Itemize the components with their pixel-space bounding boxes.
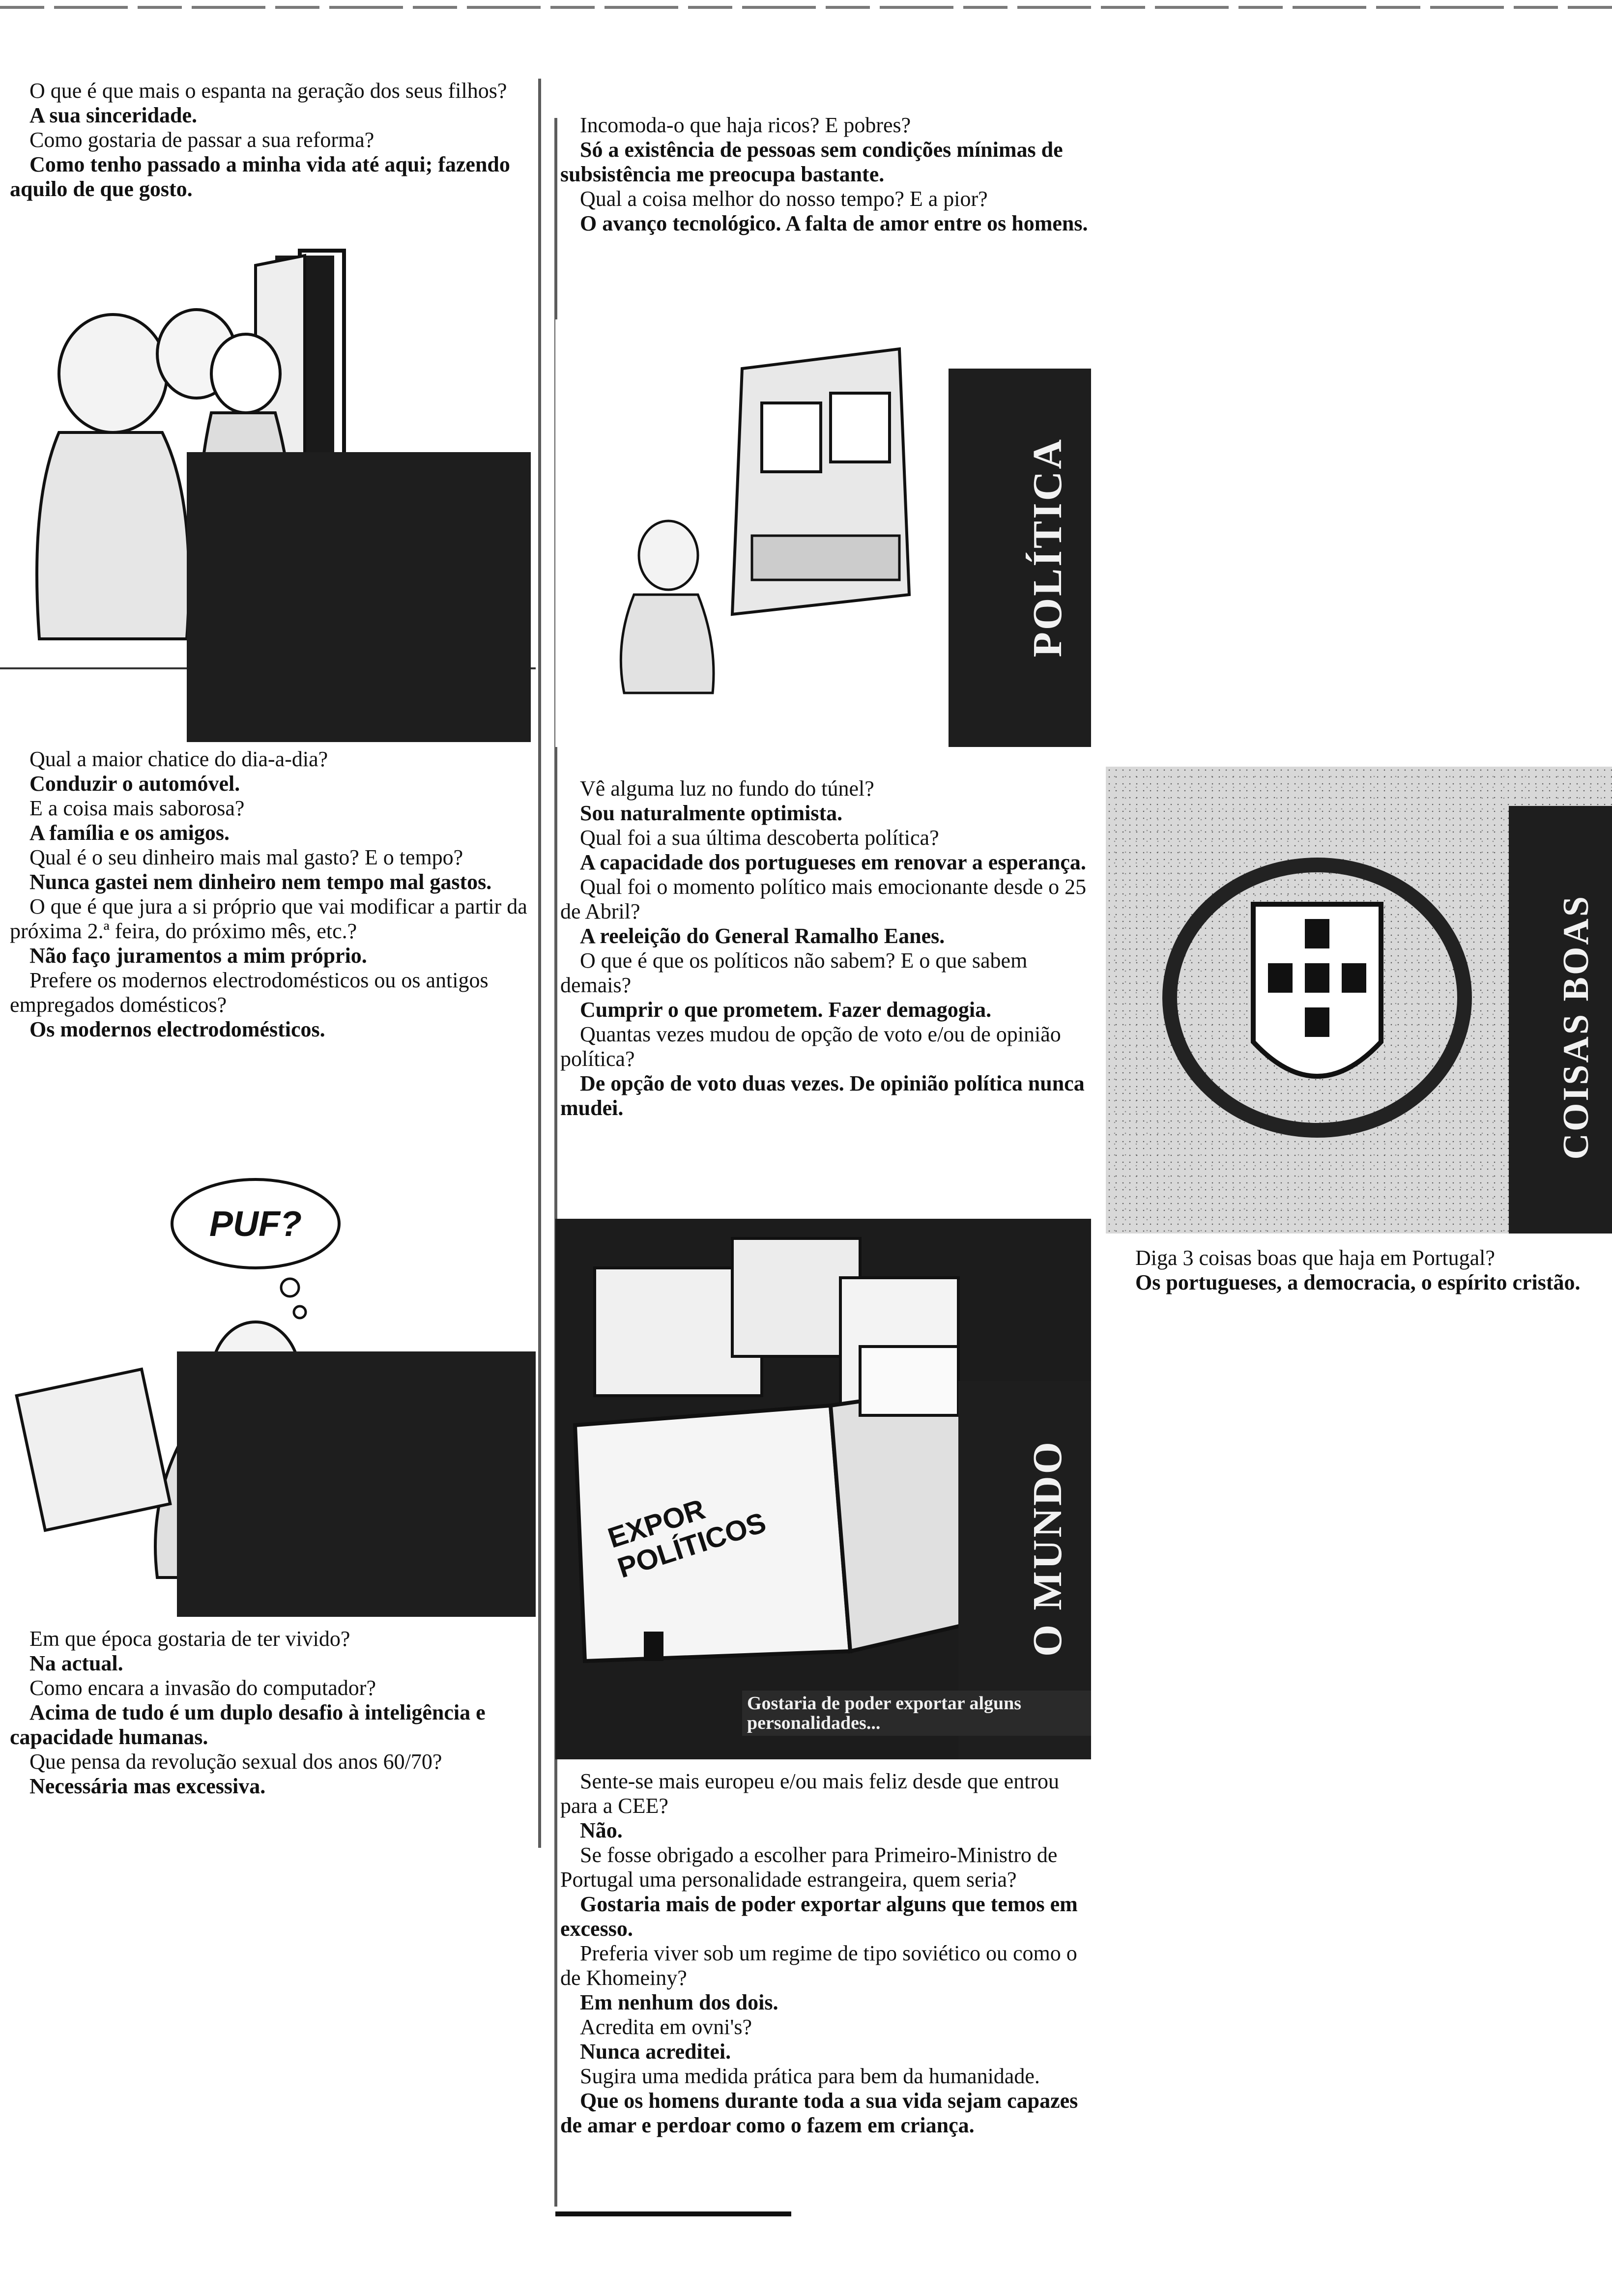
answer-text: Cumprir o que prometem. Fazer demagogia. [580, 998, 992, 1022]
question-text: Acredita em ovni's? [580, 2015, 752, 2039]
qa-block-3: Em que época gostaria de ter vivido?Na a… [10, 1627, 531, 1799]
question-text: Incomoda-o que haja ricos? E pobres? [580, 113, 911, 137]
answer-text: Não faço juramentos a mim próprio. [29, 944, 367, 968]
question-text: Diga 3 coisas boas que haja em Portugal? [1135, 1246, 1495, 1270]
mundo-caption: Gostaria de poder exportar alguns person… [742, 1691, 1091, 1736]
question-text: Qual a maior chatice do dia-a-dia? [29, 747, 328, 771]
answer-text: Os modernos electrodomésticos. [29, 1017, 325, 1041]
column-divider-2 [554, 118, 557, 2207]
answer-text: Como tenho passado a minha vida até aqui… [10, 152, 510, 201]
question-text: Que pensa da revolução sexual dos anos 6… [29, 1750, 442, 1774]
column-2: Incomoda-o que haja ricos? E pobres?Só a… [555, 113, 1101, 2285]
answer-text: De opção de voto duas vezes. De opinião … [560, 1071, 1085, 1120]
answer-text: Necessária mas excessiva. [29, 1774, 266, 1798]
question-text: Se fosse obrigado a escolher para Primei… [560, 1843, 1058, 1892]
question-text: Quantas vezes mudou de opção de voto e/o… [560, 1022, 1061, 1071]
qa-block-2: Vê alguma luz no fundo do túnel?Sou natu… [560, 776, 1096, 1120]
question-text: Qual é o seu dinheiro mais mal gasto? E … [29, 845, 463, 869]
qa-block-3: Sente-se mais europeu e/ou mais feliz de… [560, 1769, 1096, 2138]
question-text: Prefere os modernos electrodomésticos ou… [10, 968, 489, 1017]
answer-text: Sou naturalmente optimista. [580, 801, 843, 825]
question-text: O que é que jura a si próprio que vai mo… [10, 894, 527, 943]
question-text: Preferia viver sob um regime de tipo sov… [560, 1941, 1077, 1990]
question-text: Qual foi o momento político mais emocion… [560, 875, 1087, 923]
answer-text: Não. [580, 1818, 623, 1842]
answer-text: Conduzir o automóvel. [29, 772, 240, 796]
question-text: Em que época gostaria de ter vivido? [29, 1627, 350, 1651]
answer-text: Gostaria mais de poder exportar alguns q… [560, 1892, 1078, 1941]
qa-block-1: Incomoda-o que haja ricos? E pobres?Só a… [560, 113, 1096, 236]
answer-text: Na actual. [29, 1651, 123, 1675]
answer-text: A sua sinceridade. [29, 103, 198, 127]
puf-thought-bubble: PUF? [209, 1205, 302, 1244]
tecnologia-band [177, 1351, 536, 1617]
question-text: Qual a coisa melhor do nosso tempo? E a … [580, 187, 988, 211]
answer-text: Em nenhum dos dois. [580, 1990, 778, 2014]
qa-block-1: Diga 3 coisas boas que haja em Portugal?… [1116, 1246, 1607, 1295]
illustration-train: POLÍTICA [555, 319, 1091, 747]
answer-text: A família e os amigos. [29, 821, 230, 845]
portugal-shield-icon [1162, 858, 1472, 1138]
politica-label: POLÍTICA [1025, 437, 1070, 658]
answer-text: O avanço tecnológico. A falta de amor en… [580, 211, 1088, 235]
answer-text: Nunca acreditei. [580, 2039, 731, 2064]
column-3: COISAS BOAS Diga 3 coisas boas que haja … [1106, 767, 1612, 1356]
column-divider-1 [538, 79, 541, 1848]
answer-text: Acima de tudo é um duplo desafio à intel… [10, 1700, 486, 1749]
illustration-coat-of-arms: COISAS BOAS [1106, 767, 1612, 1234]
question-text: Como encara a invasão do computador? [29, 1676, 376, 1700]
answer-text: A capacidade dos portugueses em renovar … [580, 850, 1086, 874]
question-text: E a coisa mais saborosa? [29, 796, 245, 820]
question-text: O que é que os políticos não sabem? E o … [560, 948, 1028, 997]
answer-text: A reeleição do General Ramalho Eanes. [580, 924, 945, 948]
question-text: O que é que mais o espanta na geração do… [29, 79, 507, 103]
politica-band: POLÍTICA [949, 369, 1091, 747]
illustration-crates: EXPOR POLÍTICOS O MUNDO Gostaria de pode… [555, 1219, 1091, 1759]
question-text: Como gostaria de passar a sua reforma? [29, 128, 374, 152]
illustration-doorway [0, 246, 536, 742]
top-rule [0, 6, 1612, 9]
coisas-boas-label: COISAS BOAS [1556, 894, 1596, 1160]
answer-text: Nunca gastei nem dinheiro nem tempo mal … [29, 870, 492, 894]
answer-text: Que os homens durante toda a sua vida se… [560, 2089, 1078, 2137]
question-text: Sugira uma medida prática para bem da hu… [580, 2064, 1040, 2088]
qa-block-2: Qual a maior chatice do dia-a-dia?Conduz… [10, 747, 531, 1042]
answer-text: Os portugueses, a democracia, o espírito… [1135, 1270, 1581, 1294]
illustration-computer-man: PUF? [0, 1165, 536, 1617]
question-text: Qual foi a sua última descoberta polític… [580, 826, 939, 850]
question-text: Vê alguma luz no fundo do túnel? [580, 776, 874, 801]
qa-block-1: O que é que mais o espanta na geração do… [10, 79, 531, 201]
column-1: O que é que mais o espanta na geração do… [0, 69, 536, 2280]
question-text: Sente-se mais europeu e/ou mais feliz de… [560, 1769, 1060, 1818]
coisas-boas-band: COISAS BOAS [1509, 806, 1612, 1234]
answer-text: Só a existência de pessoas sem condições… [560, 138, 1063, 186]
mundo-label: O MUNDO [1025, 1440, 1070, 1657]
quotidiano-band [187, 452, 531, 742]
bottom-rule [555, 2211, 791, 2216]
